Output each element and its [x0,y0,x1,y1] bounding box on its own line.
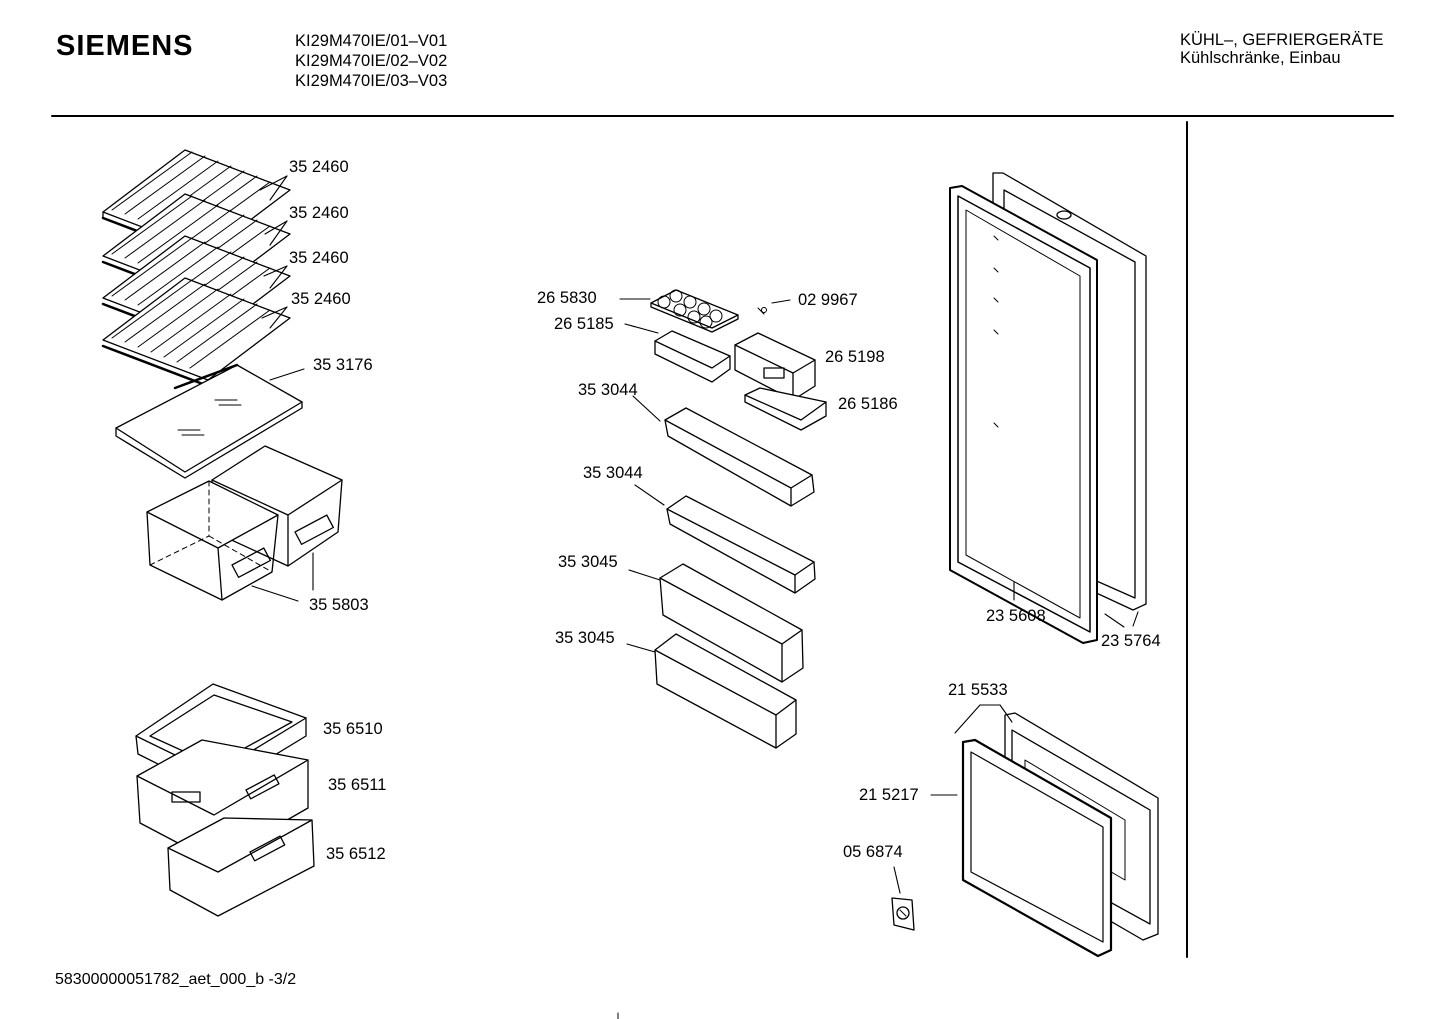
part-label-glass-shelf: 35 3176 [313,356,373,374]
part-label-door-gasket: 23 5608 [986,607,1046,625]
part-label-butter-box-lid: 26 5198 [825,348,885,366]
butter-box-lid [734,332,816,401]
part-label-freezer-drawer-1: 35 6510 [323,720,383,738]
leader-lines [251,175,1139,894]
part-label-door-shelf-2: 35 3044 [583,464,643,482]
part-label-shelf-4: 35 2460 [291,290,351,308]
document-id: 58300000051782_aet_000_b -3/2 [55,971,297,988]
category-subtitle: Kühlschränke, Einbau [1180,49,1341,67]
part-label-butter-box-bottom: 26 5185 [554,315,614,333]
model-number: KI29M470IE/01–V01 [295,32,448,50]
model-number: KI29M470IE/03–V03 [295,72,448,90]
crisper-drawers [146,445,343,601]
part-label-door-shelf-1: 35 3044 [578,381,638,399]
door-shelf-1 [664,407,815,507]
screw [757,307,767,315]
category-title: KÜHL–, GEFRIERGERÄTE [1180,31,1384,49]
product-category: KÜHL–, GEFRIERGERÄTE Kühlschränke, Einba… [1180,31,1384,67]
part-label-egg-tray: 26 5830 [537,289,597,307]
part-label-thermostat-knob: 05 6874 [843,843,903,861]
wire-shelf-4 [101,277,291,388]
door-shelf-4 [654,633,797,749]
part-label-crisper-drawers: 35 5803 [309,596,369,614]
part-label-screw: 02 9967 [798,291,858,309]
part-label-shelf-2: 35 2460 [289,204,349,222]
part-label-shelf-3: 35 2460 [289,249,349,267]
butter-box-bottom [654,330,731,383]
freezer-flap-gasket [961,738,1113,958]
butter-box-base [744,387,827,431]
part-label-door-shelf-3: 35 3045 [558,553,618,571]
door-gasket [949,185,1098,644]
part-label-freezer-drawer-3: 35 6512 [326,845,386,863]
part-label-door-panel: 23 5764 [1101,632,1161,650]
part-label-freezer-flap: 21 5533 [948,681,1008,699]
part-label-freezer-drawer-2: 35 6511 [328,776,387,794]
door-shelf-2 [666,495,816,594]
glass-shelf [115,363,303,479]
part-label-freezer-flap-gasket: 21 5217 [859,786,919,804]
egg-tray [650,289,739,333]
part-label-shelf-1: 35 2460 [289,158,349,176]
door-shelf-3 [659,563,804,683]
model-list: KI29M470IE/01–V01 KI29M470IE/02–V02 KI29… [295,31,447,91]
thermostat-knob [891,897,915,931]
model-number: KI29M470IE/02–V02 [295,52,448,70]
freezer-drawer-3 [167,817,315,917]
part-label-door-shelf-4: 35 3045 [555,629,615,647]
brand-logo: SIEMENS [56,30,194,62]
part-label-butter-box-base: 26 5186 [838,395,898,413]
